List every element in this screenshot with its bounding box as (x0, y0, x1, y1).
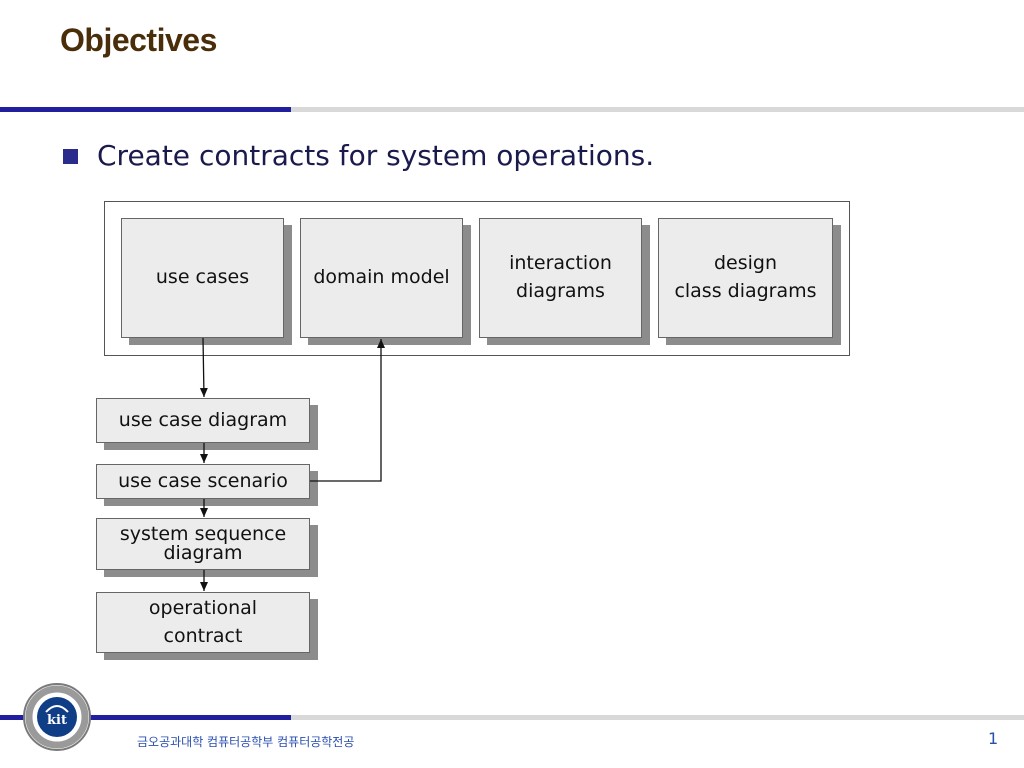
use-case-scenario-box: use case scenario (96, 464, 310, 499)
footer-rule-blue (0, 715, 291, 720)
header-rule-gray (291, 107, 1024, 112)
domain-model-label: domain model (313, 266, 450, 289)
interaction-diagrams-box: interaction diagrams (479, 218, 642, 338)
arrow-use-cases-to-use-case-diagram (199, 337, 208, 398)
kit-logo-icon: kit (23, 683, 91, 751)
interaction-diagrams-label: interaction diagrams (509, 252, 612, 302)
logo-text: kit (47, 713, 67, 728)
footer-institution: 금오공과대학 컴퓨터공학부 컴퓨터공학전공 (137, 735, 355, 749)
slide-title: Objectives (60, 22, 217, 58)
use-cases-label: use cases (155, 266, 250, 289)
operational-contract-label: operational contract (148, 596, 258, 647)
header-rule-blue (0, 107, 291, 112)
use-case-diagram-box: use case diagram (96, 398, 310, 443)
system-sequence-diagram-label: system sequence diagram (119, 523, 287, 564)
bullet-square-icon (63, 149, 78, 164)
domain-model-box: domain model (300, 218, 463, 338)
design-class-diagrams-label: design class diagrams (674, 252, 817, 302)
use-case-scenario-label: use case scenario (118, 469, 288, 492)
arrow-scenario-to-domain-model (310, 339, 385, 482)
footer-rule-gray (291, 715, 1024, 720)
use-case-diagram-label: use case diagram (118, 408, 288, 431)
bullet-text: Create contracts for system operations. (97, 139, 655, 172)
system-sequence-diagram-box: system sequence diagram (96, 518, 310, 570)
operational-contract-box: operational contract (96, 592, 310, 653)
design-class-diagrams-box: design class diagrams (658, 218, 833, 338)
use-cases-box: use cases (121, 218, 284, 338)
page-number: 1 (988, 729, 999, 748)
